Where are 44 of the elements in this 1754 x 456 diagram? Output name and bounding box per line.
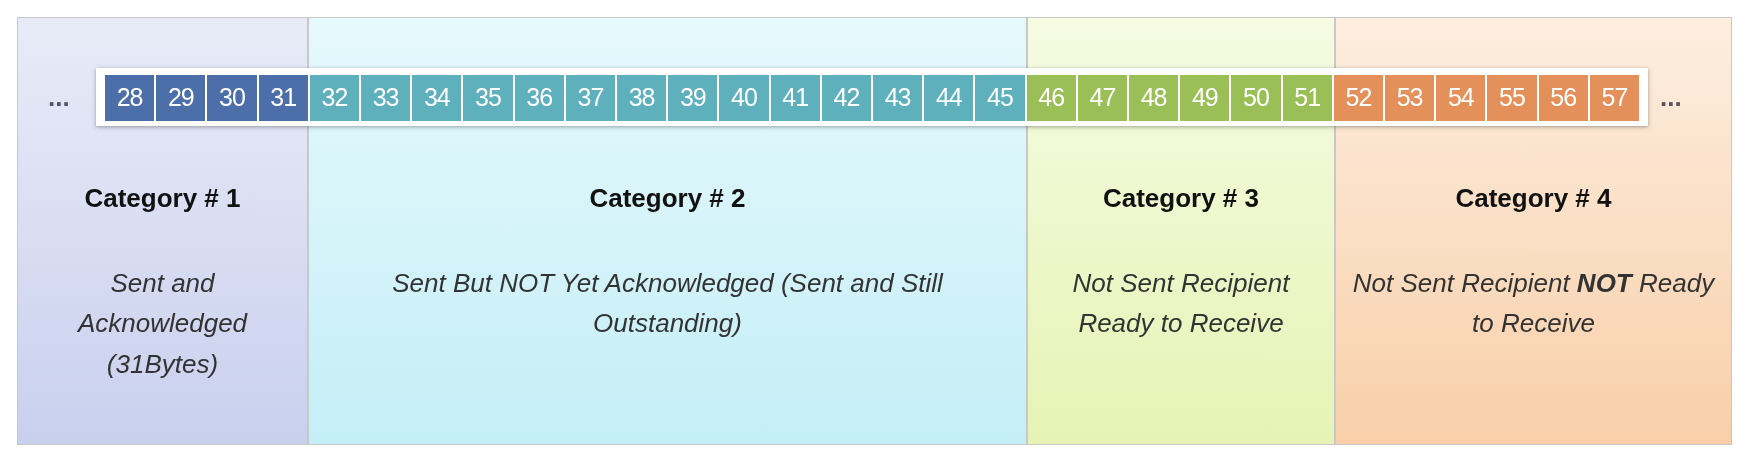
sequence-number-box: 32 [308,74,360,122]
sequence-number-box: 39 [667,74,719,122]
sequence-number-box: 28 [104,74,156,122]
category-panel [1335,17,1732,445]
sequence-number-box: 38 [616,74,668,122]
sequence-number-box: 42 [820,74,872,122]
sequence-number-box: 31 [257,74,309,122]
sequence-number-box: 29 [155,74,207,122]
sequence-number-box: 51 [1281,74,1333,122]
sequence-number-box: 33 [360,74,412,122]
ellipsis: ... [48,82,70,113]
category-heading: Category # 2 [589,183,746,214]
sequence-number-box: 46 [1025,74,1077,122]
sequence-number-box: 56 [1537,74,1589,122]
sequence-number-box: 30 [206,74,258,122]
category-description: Sent But NOT Yet Acknowledged (Sent and Still Outstanding) [391,267,945,341]
sequence-number-box: 57 [1588,74,1640,122]
sequence-number-box: 48 [1128,74,1180,122]
sequence-number-box: 40 [718,74,770,122]
category-heading: Category # 1 [84,183,241,214]
sequence-number-box: 35 [462,74,514,122]
sequence-number-box: 44 [923,74,975,122]
category-heading: Category # 4 [1455,183,1612,214]
sequence-number-box: 45 [974,74,1026,122]
sequence-number-box: 49 [1179,74,1231,122]
sequence-number-box: 52 [1332,74,1384,122]
sequence-number-box: 41 [769,74,821,122]
sequence-number-box: 36 [513,74,565,122]
sequence-number-box: 53 [1384,74,1436,122]
sequence-number-box: 54 [1435,74,1487,122]
category-description: Sent and Acknowledged (31Bytes) [76,267,249,381]
sequence-number-box: 34 [411,74,463,122]
category-panel [17,17,308,445]
category-heading: Category # 3 [1102,183,1260,214]
category-description: Not Sent Recipient Ready to Receive [1071,267,1292,341]
ellipsis: ... [1660,82,1682,113]
category-description: Not Sent Recipient NOT Ready to Receive [1351,267,1717,341]
category-panel [1027,17,1335,445]
sequence-number-box: 43 [872,74,924,122]
sequence-number-box: 50 [1230,74,1282,122]
category-panel [308,17,1027,445]
sequence-number-box: 37 [564,74,616,122]
sequence-number-box: 55 [1486,74,1538,122]
sequence-number-box: 47 [1076,74,1128,122]
